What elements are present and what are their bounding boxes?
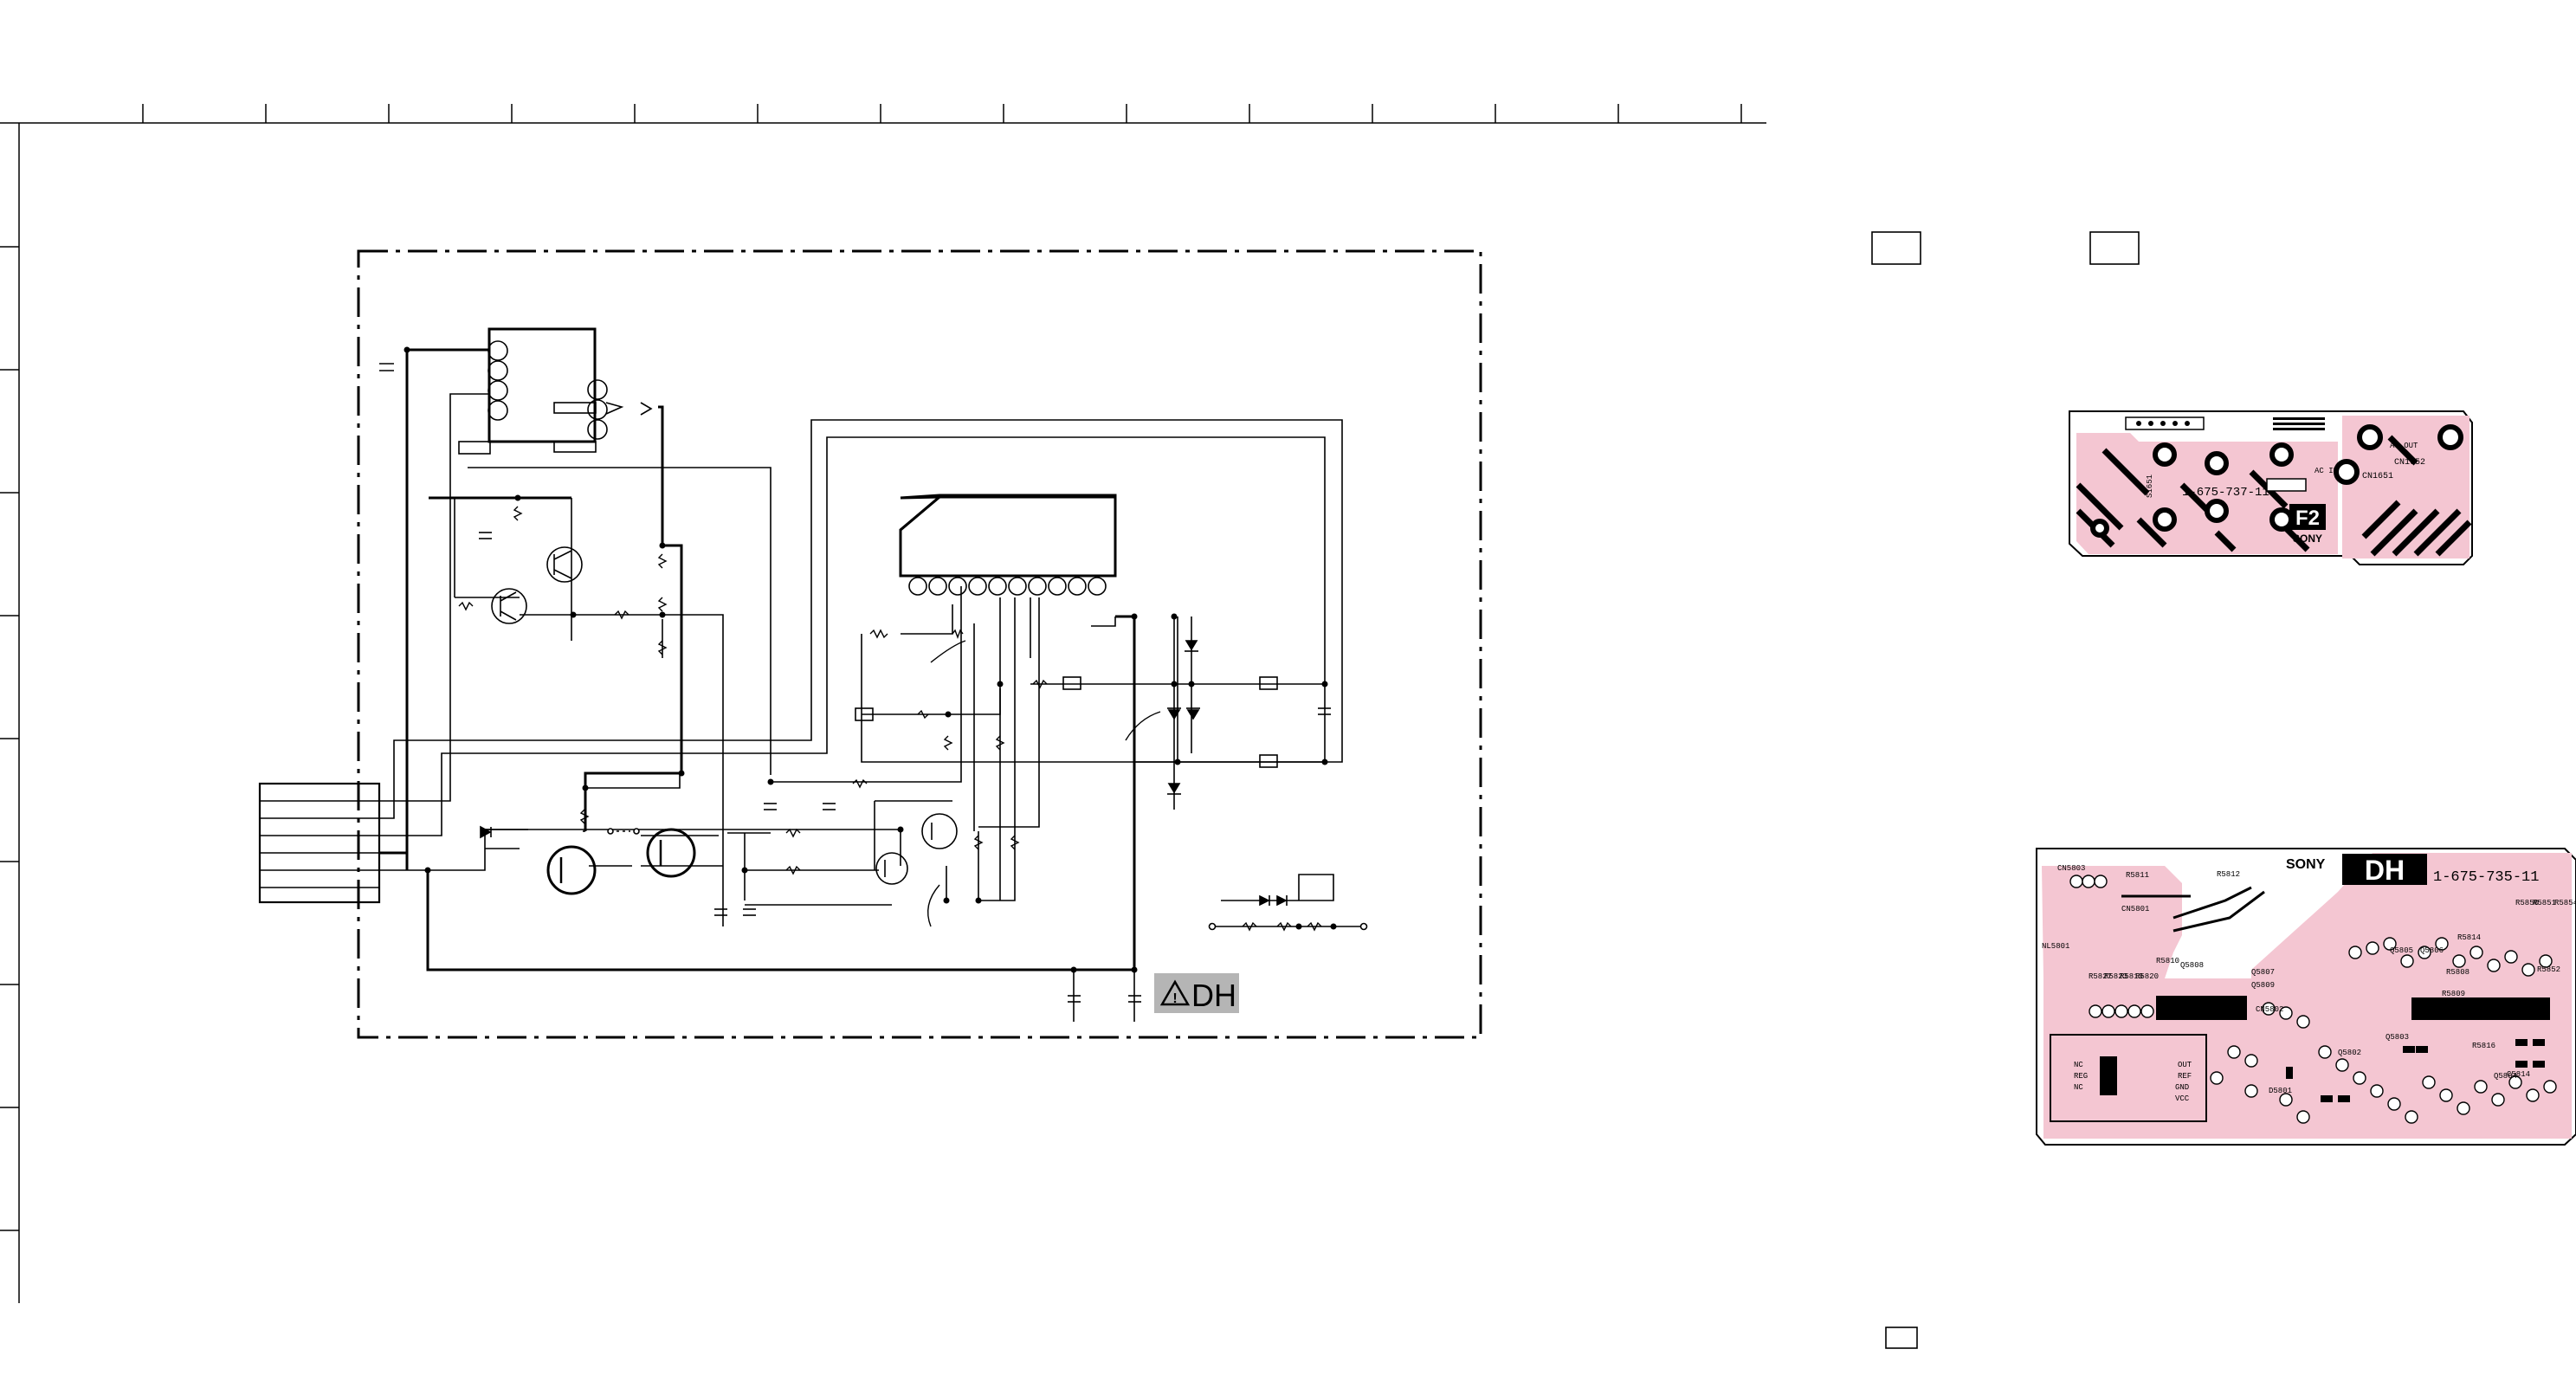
junctions: [404, 346, 1337, 973]
label-r5854: R5854: [2554, 899, 2576, 907]
board-f2-s1651: S1651: [2146, 474, 2154, 498]
label-q5803: Q5803: [2386, 1033, 2409, 1042]
transistors: [491, 546, 958, 895]
schematic-badge-text: DH: [1191, 978, 1236, 1013]
label-r5820: R5820: [2135, 972, 2159, 981]
label-q5802: Q5802: [2338, 1049, 2361, 1057]
sheet-frame: [0, 104, 1766, 1303]
label-ic-ref: REF: [2178, 1072, 2192, 1081]
schematic-dh: [258, 249, 1482, 1039]
label-r5808: R5808: [2446, 968, 2469, 977]
board-dh: SONY DH 1-675-735-11 CN5803 R5811 R5812 …: [2036, 848, 2576, 1146]
label-ic-nc2: NC: [2074, 1083, 2083, 1092]
label-r5810: R5810: [2156, 957, 2179, 965]
label-q5805: Q5805: [2390, 946, 2413, 955]
label-r5823: R5823: [2104, 972, 2127, 981]
label-q5806: Q5806: [2420, 946, 2444, 955]
board-f2-ac-out: AC OUT: [2390, 442, 2418, 450]
label-r5816: R5816: [2472, 1042, 2495, 1050]
label-r5827: R5827: [2089, 972, 2112, 981]
label-cn5801: CN5801: [2121, 905, 2149, 913]
blank-box-1: [1871, 231, 1921, 265]
diodes: [480, 616, 1288, 907]
svg-text:!: !: [1172, 991, 1177, 1006]
label-ic-out: OUT: [2178, 1061, 2192, 1069]
board-f2-part-no: 1-675-737-11: [2182, 486, 2269, 500]
label-q5808: Q5808: [2180, 961, 2204, 970]
board-f2-badge: F2: [2295, 507, 2320, 530]
label-q5807: Q5807: [2251, 968, 2275, 977]
board-dh-badge: DH: [2365, 855, 2405, 886]
capacitors: [379, 363, 1331, 1003]
label-r5811: R5811: [2126, 871, 2149, 880]
label-q5804: Q5804: [2494, 1072, 2517, 1081]
label-r5851: R5851: [2533, 899, 2556, 907]
board-dh-part-no: 1-675-735-11: [2433, 869, 2539, 886]
blank-box-2: [2089, 231, 2140, 265]
label-ic-nc1: NC: [2074, 1061, 2083, 1069]
schematic-dh-badge: ! DH: [1154, 973, 1239, 1013]
blank-box-3: [1885, 1327, 1918, 1349]
resistors: [458, 506, 1322, 932]
label-r5812: R5812: [2217, 870, 2240, 879]
label-r5809: R5809: [2442, 990, 2465, 998]
board-f2-ac-in: AC IN: [2315, 467, 2338, 475]
label-cn5802: CN5802: [2256, 1005, 2283, 1014]
label-cn5803: CN5803: [2057, 864, 2085, 873]
label-r5850: R5850: [2515, 899, 2539, 907]
label-nl5801: NL5801: [2042, 942, 2069, 951]
label-r5819: R5819: [2120, 972, 2143, 981]
label-ic-vcc: VCC: [2175, 1094, 2190, 1103]
board-dh-brand: SONY: [2286, 857, 2326, 872]
label-q5809: Q5809: [2251, 981, 2275, 990]
label-c5814: C5814: [2507, 1070, 2530, 1079]
label-d5801: D5801: [2269, 1087, 2292, 1095]
label-ic-gnd: GND: [2175, 1083, 2189, 1092]
label-r5814: R5814: [2457, 933, 2481, 942]
board-f2: 1-675-737-11 S1651 AC OUT AC IN CN1652 C…: [2069, 410, 2473, 565]
board-f2-brand: SONY: [2293, 533, 2322, 545]
board-f2-cn1651: CN1651: [2362, 472, 2393, 481]
label-ic-reg: REG: [2074, 1072, 2088, 1081]
label-r5852: R5852: [2537, 965, 2560, 974]
board-f2-cn1652: CN1652: [2394, 458, 2425, 468]
ic-pins: [908, 577, 1107, 596]
